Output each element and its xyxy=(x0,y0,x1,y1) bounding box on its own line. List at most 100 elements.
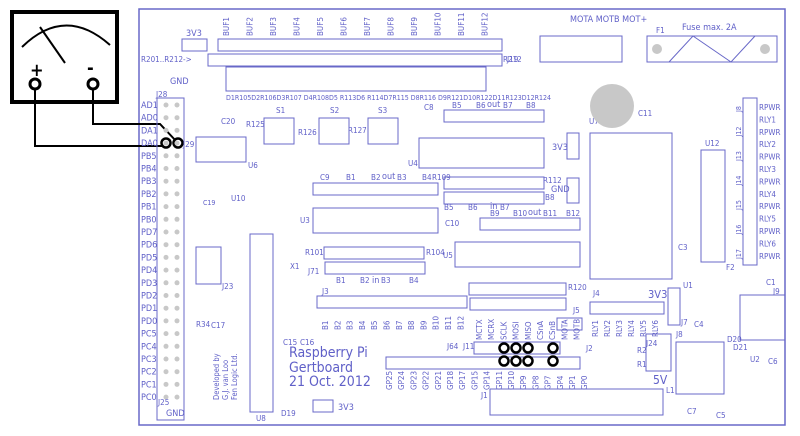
spi-label: MISO xyxy=(524,321,533,340)
label-r109: R109 xyxy=(432,173,451,182)
led-labels: D1R105D2R106D3R107 D4R108D5 R113D6 R114D… xyxy=(226,94,551,102)
gpio-pin xyxy=(174,305,180,311)
gp-label: GP9 xyxy=(519,375,528,390)
gpio-pin xyxy=(174,153,180,159)
gpio-pin xyxy=(163,191,169,197)
gpio-pin-label: PB2 xyxy=(141,190,157,200)
fuse-symbol xyxy=(668,35,756,63)
gpio-pin xyxy=(174,394,180,400)
label-s3: S3 xyxy=(378,106,387,115)
label-c20: C20 xyxy=(221,117,236,126)
gpio-pin-label: PC4 xyxy=(141,342,157,352)
gp-label: GP7 xyxy=(544,376,553,391)
j3-pin-label: B12 xyxy=(456,316,465,330)
label-j4: J4 xyxy=(592,289,600,298)
label-fuse: Fuse max. 2A xyxy=(682,23,737,33)
board-title-1: Raspberry Pi xyxy=(289,345,368,361)
jumper-gp9[interactable] xyxy=(522,355,534,367)
switch-s3[interactable] xyxy=(367,117,399,145)
gpio-pin xyxy=(163,178,169,184)
gp-label: GP23 xyxy=(409,371,418,390)
label-j19: J19 xyxy=(506,55,519,64)
relay-col-label: RPWR xyxy=(759,128,780,137)
rly-label: RLY3 xyxy=(615,320,624,337)
label-c4: C4 xyxy=(694,320,704,329)
jumper-mosi[interactable] xyxy=(510,342,522,354)
header-j11-spi[interactable] xyxy=(473,341,561,355)
relay-col-label: RLY1 xyxy=(759,115,776,124)
meter-plus-label: + xyxy=(30,60,44,81)
header-j2-gpio[interactable] xyxy=(385,356,581,370)
label-b12-out: B12 xyxy=(566,209,580,218)
gp-label: GP22 xyxy=(422,371,431,390)
label-c15: C15 xyxy=(283,338,297,347)
resistor-r120 xyxy=(468,282,567,296)
gpio-pin xyxy=(163,153,169,159)
relay-jumper-label: J17 xyxy=(735,249,743,260)
gpio-pin xyxy=(174,318,180,324)
label-j11: J11 xyxy=(462,342,474,351)
gpio-pin-label: DA0 xyxy=(141,139,158,149)
relay-col-label: RLY5 xyxy=(759,215,776,224)
relay-col-label: RPWR xyxy=(759,202,780,211)
inductor-l1 xyxy=(675,341,725,395)
jumper-gp10[interactable] xyxy=(510,355,522,367)
gpio-pin xyxy=(163,394,169,400)
gpio-pin xyxy=(174,229,180,235)
label-b6-out: B6 xyxy=(476,101,486,110)
label-u4: U4 xyxy=(408,159,418,168)
resistor-r101-r104 xyxy=(323,246,425,260)
relay-col-label: RPWR xyxy=(759,227,780,236)
credit-line-3: Fen Logic Ltd. xyxy=(230,353,239,400)
buf-label: BUF12 xyxy=(481,12,490,36)
gpio-pin xyxy=(174,356,180,362)
spi-jumpers xyxy=(498,342,559,367)
header-j1-pi xyxy=(489,388,664,416)
fuse-pad-left xyxy=(652,44,662,54)
label-c16: C16 xyxy=(300,338,315,347)
gpio-pin xyxy=(174,343,180,349)
label-3v3-right: 3V3 xyxy=(648,288,667,301)
spi-label: SCLK xyxy=(499,321,508,340)
label-r112: R112 xyxy=(543,176,562,185)
label-j64: J64 xyxy=(446,342,459,351)
jumper-gp11[interactable] xyxy=(498,355,510,367)
gpio-header-j28 xyxy=(156,97,185,421)
label-b2-out: B2 xyxy=(371,173,381,182)
label-r1: R1 xyxy=(637,360,647,369)
label-b7-in: B7 xyxy=(500,203,510,212)
label-b3-out: B3 xyxy=(397,173,407,182)
switch-s1[interactable] xyxy=(263,117,295,145)
jumper-gp7[interactable] xyxy=(547,355,559,367)
gpio-pin xyxy=(174,191,180,197)
resistor-r109-r112 xyxy=(443,176,545,190)
label-b1-in: B1 xyxy=(336,276,346,285)
label-c19: C19 xyxy=(203,199,215,207)
label-b7-out: B7 xyxy=(503,101,513,110)
jumper-sclk[interactable] xyxy=(498,342,510,354)
relay-jumper-label: J14 xyxy=(735,176,743,187)
board-title-2: Gertboard xyxy=(289,360,353,376)
gpio-pin-label: PB4 xyxy=(141,165,157,175)
label-b1-out: B1 xyxy=(346,173,356,182)
label-c6: C6 xyxy=(768,357,778,366)
label-b6-in: B6 xyxy=(468,203,478,212)
label-c1: C1 xyxy=(766,278,776,287)
credit-line-1: Developed by xyxy=(212,353,221,400)
spi-label: MOTB xyxy=(573,319,582,340)
gpio-pin xyxy=(163,331,169,337)
label-c8: C8 xyxy=(424,103,434,112)
label-c11: C11 xyxy=(638,109,652,118)
motor-connector xyxy=(539,35,623,63)
buffer-in-b9-b12 xyxy=(469,297,567,311)
switch-s2[interactable] xyxy=(318,117,350,145)
gpio-pin-label: AD0 xyxy=(141,114,158,124)
label-u12: U12 xyxy=(705,139,719,148)
label-j5: J5 xyxy=(572,306,580,315)
credit-line-2: G.J. van Loo xyxy=(221,360,230,400)
label-5v: 5V xyxy=(653,373,668,387)
label-b4-in: B4 xyxy=(409,276,419,285)
jumper-csnb[interactable] xyxy=(547,342,559,354)
jumper-miso[interactable] xyxy=(522,342,534,354)
